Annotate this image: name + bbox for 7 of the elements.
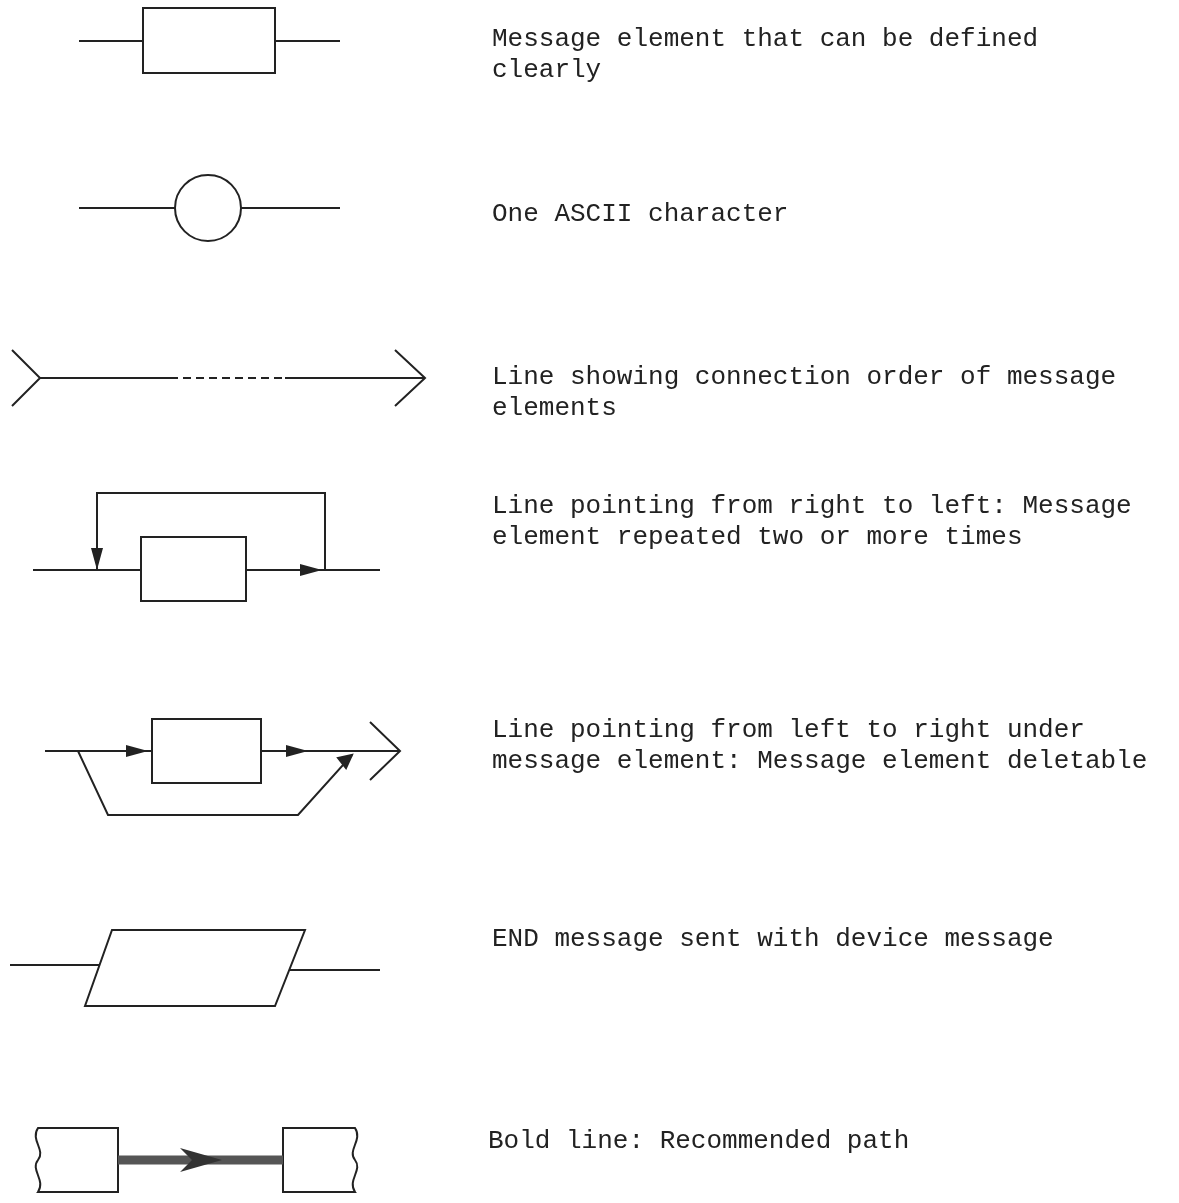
legend-description: Line showing connection order of message elements — [492, 362, 1118, 424]
legend-description: One ASCII character — [492, 199, 790, 230]
legend-description: Line pointing from left to right under message element: Message element deletable — [492, 715, 1149, 777]
legend-description: Line pointing from right to left: Message element repeated two or more times — [492, 491, 1133, 553]
legend-description: END message sent with device message — [492, 924, 1055, 955]
legend-description: Message element that can be defined clearly — [492, 24, 1040, 86]
legend-description: Bold line: Recommended path — [488, 1126, 911, 1157]
